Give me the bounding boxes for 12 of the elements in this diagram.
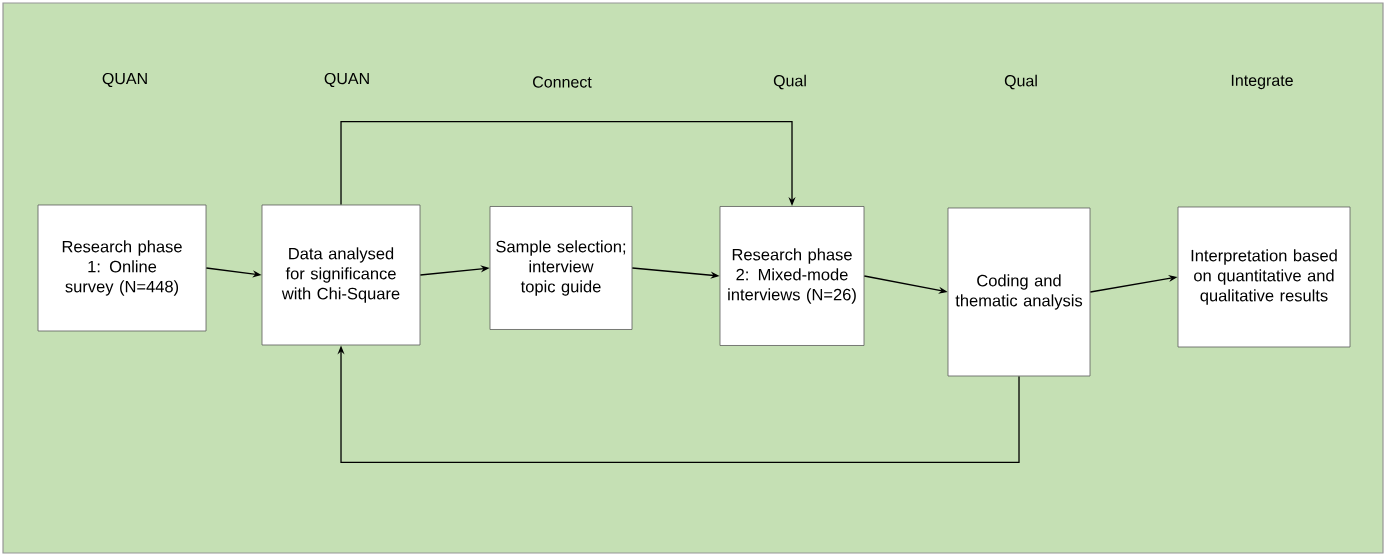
process-box: Coding and thematic analysis: [947, 207, 1091, 377]
phase-label: Qual: [1004, 74, 1037, 90]
phase-label: QUAN: [324, 72, 369, 88]
process-box: Research phase 2: Mixed-mode interviews (N=26): [719, 206, 865, 346]
phase-label: Qual: [773, 74, 806, 90]
phase-label: Connect: [533, 76, 592, 88]
process-box: Interpretation based on quantitative and qualitative results: [1177, 206, 1351, 348]
phase-label: Integrate: [1231, 74, 1293, 90]
phase-label: QUAN: [102, 72, 147, 88]
process-box: Data analysed for significance with Chi-Square: [261, 204, 421, 346]
process-box: Research phase 1: Online survey (N=448): [37, 204, 207, 332]
process-box: Sample selection; interview topic guide: [489, 206, 633, 330]
